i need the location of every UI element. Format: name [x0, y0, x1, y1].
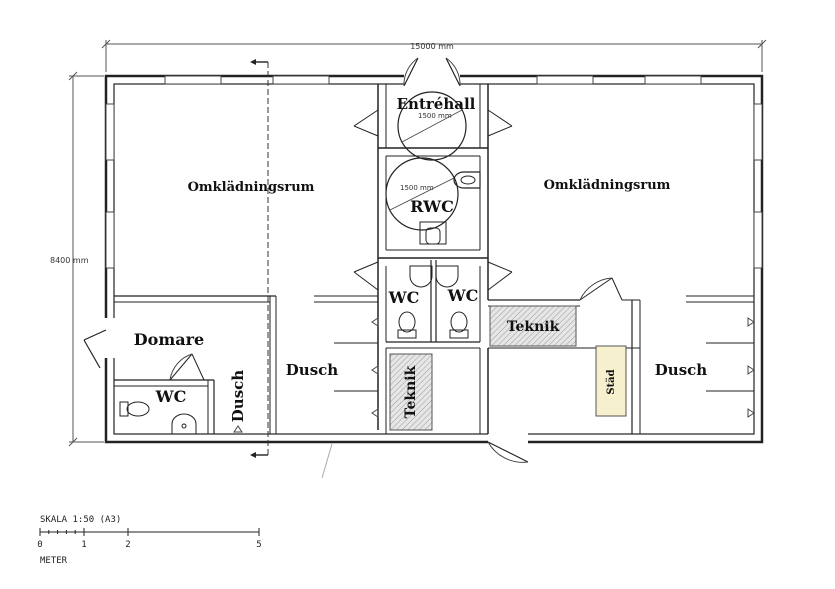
- interior-walls: [114, 84, 754, 434]
- dimension-width: 15000 mm: [101, 39, 767, 72]
- label-wc-center-right: WC: [447, 286, 479, 305]
- label-wc-center-left: WC: [388, 288, 420, 307]
- label-dusch-domare: Dusch: [229, 370, 247, 422]
- label-omkladning-left: Omklädningsrum: [188, 180, 315, 195]
- label-omkladning-right: Omklädningsrum: [544, 178, 671, 193]
- section-line: [250, 59, 333, 479]
- scale-title: SKALA 1:50 (A3): [40, 515, 121, 525]
- label-teknik-lower: Teknik: [403, 365, 419, 418]
- label-wc-domare: WC: [155, 387, 187, 406]
- scale-bar: SKALA 1:50 (A3) 0 1 2 5 METER: [37, 515, 261, 566]
- label-domare: Domare: [134, 330, 204, 349]
- door-left: [83, 329, 107, 369]
- scale-tick-1: 1: [81, 540, 86, 550]
- teknik-upper-box: [489, 305, 577, 347]
- stad-box: [595, 345, 627, 417]
- label-dusch-right: Dusch: [655, 361, 707, 379]
- height-label: 8400 mm: [50, 256, 89, 265]
- scale-tick-0: 0: [37, 540, 42, 550]
- circle-label-1: 1500 mm: [418, 112, 452, 120]
- scale-unit: METER: [40, 556, 68, 566]
- label-dusch-left: Dusch: [286, 361, 338, 379]
- width-label: 15000 mm: [410, 42, 454, 51]
- turning-circles: 1500 mm 1500 mm: [385, 91, 467, 231]
- teknik-lower-box: [389, 353, 433, 431]
- dimension-height: 8400 mm: [50, 71, 104, 447]
- interior-doors: [169, 109, 623, 381]
- room-labels: Entréhall RWC Omklädningsrum Omklädnings…: [134, 95, 708, 422]
- fixtures: [119, 171, 755, 434]
- label-teknik-upper: Teknik: [507, 319, 560, 335]
- scale-tick-2: 2: [125, 540, 130, 550]
- scale-tick-5: 5: [256, 540, 261, 550]
- label-stad: Städ: [606, 369, 617, 394]
- label-rwc: RWC: [410, 197, 454, 216]
- circle-label-2: 1500 mm: [400, 184, 434, 192]
- door-bottom: [487, 441, 529, 463]
- label-entrehall: Entréhall: [397, 95, 476, 113]
- door-main-entrance: [403, 57, 461, 87]
- outer-walls: [104, 74, 764, 444]
